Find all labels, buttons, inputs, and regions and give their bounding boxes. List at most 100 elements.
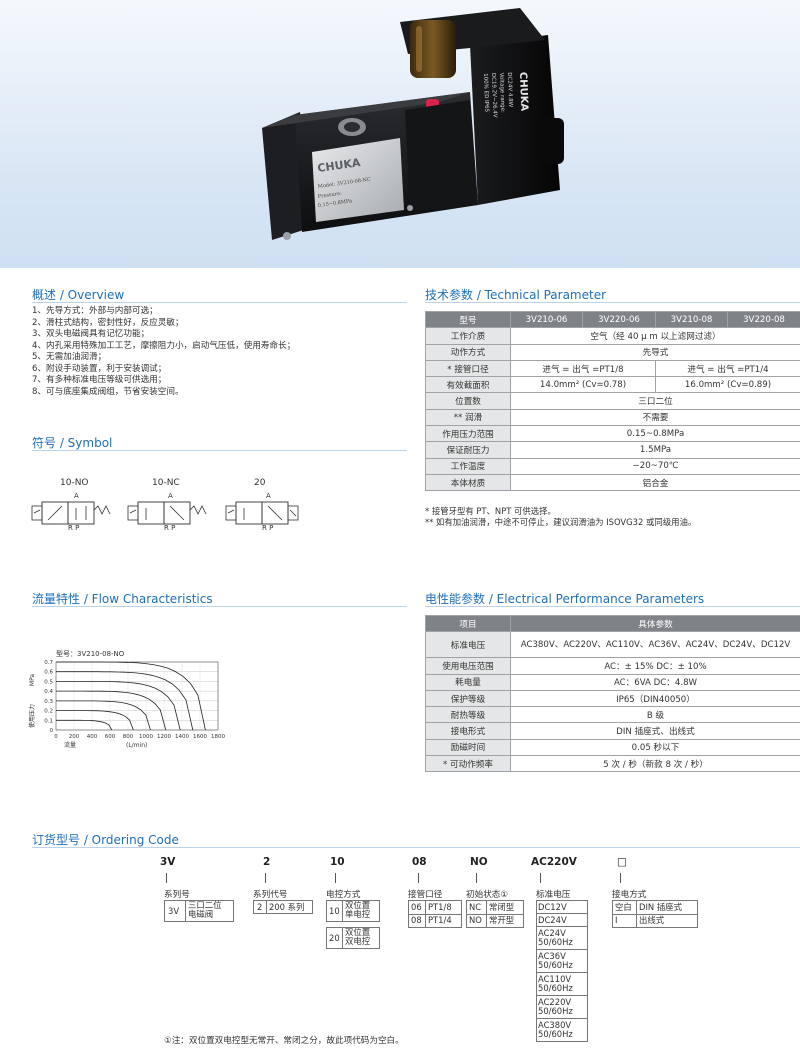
row-value: 进气 = 出气 =PT1/8 — [510, 359, 656, 378]
row-label: * 接管口径 — [425, 359, 511, 378]
code-tick — [265, 873, 266, 883]
port-name: 接管口径 — [408, 890, 443, 900]
plate-range: 0.15~0.8MPa — [317, 198, 352, 209]
voltage-option: AC110V 50/60Hz — [537, 973, 587, 996]
x-unit-label: (L/min) — [126, 742, 147, 749]
flow-curve — [56, 700, 151, 731]
overview-item: 5、无需加油润滑； — [32, 352, 107, 362]
tech-header-cell: 型号 — [425, 310, 511, 329]
code-connect: □ — [617, 856, 627, 868]
voltage-option: DC24V — [537, 914, 587, 927]
row-value: 进气 = 出气 =PT1/4 — [655, 359, 800, 378]
connect-divider — [613, 914, 697, 915]
series-code-name: 系列代号 — [253, 890, 288, 900]
y-tick-label: 0 — [50, 728, 54, 734]
x-tick-label: 1600 — [193, 734, 207, 740]
row-label: * 可动作频率 — [425, 755, 511, 773]
row-label: 工作介质 — [425, 327, 511, 345]
product-hero: CHUKA Model: 3V210-08-NC Pressure: 0.15~… — [0, 0, 800, 268]
ordering-divider — [32, 847, 800, 848]
state-name: 初始状态① — [466, 890, 509, 900]
code-port: 08 — [412, 856, 427, 868]
x-tick-label: 0 — [54, 734, 58, 740]
state-desc: 常闭型 — [489, 902, 515, 912]
x-tick-label: 1200 — [157, 734, 171, 740]
valve-symbol-10-no — [31, 501, 111, 525]
x-tick-label: 1400 — [175, 734, 189, 740]
series-box: 3V 三口二位 电磁阀 — [164, 900, 234, 922]
port-desc: PT1/8 — [428, 902, 452, 912]
row-label: 保护等级 — [425, 689, 511, 708]
x-tick-label: 400 — [87, 734, 98, 740]
symbol-title: 符号 / Symbol — [32, 436, 113, 450]
row-value: −20~70℃ — [510, 457, 800, 475]
row-value: 铝合金 — [510, 473, 800, 492]
series-code: 3V — [168, 906, 180, 916]
control-desc: 双位置 单电控 — [342, 901, 370, 921]
overview-item: 4、内孔采用特殊加工工艺，摩擦阻力小，启动气压低，使用寿命长； — [32, 340, 296, 351]
coil-line-2: Voltage range: — [498, 73, 505, 114]
x-tick-label: 200 — [69, 734, 80, 740]
code-voltage: AC220V — [531, 856, 577, 868]
electrical-divider — [425, 606, 800, 607]
row-value: 空气（经 40 μ m 以上滤网过滤） — [510, 327, 800, 345]
symbol-label-10-no: 10-NO — [60, 478, 89, 488]
series-desc: 三口二位 电磁阀 — [185, 901, 222, 921]
flow-curve — [56, 661, 206, 731]
control-name: 电控方式 — [326, 890, 361, 900]
code-control: 10 — [330, 856, 345, 868]
row-value: AC：6VA DC：4.8W — [510, 673, 800, 691]
code-tick — [335, 873, 336, 883]
table-row: 工作介质空气（经 40 μ m 以上滤网过滤） — [425, 327, 800, 345]
y-tick-label: 0.2 — [44, 709, 53, 715]
row-label: 工作温度 — [425, 457, 511, 475]
voltage-option: AC220V 50/60Hz — [537, 996, 587, 1019]
row-label: 位置数 — [425, 392, 511, 410]
connect-code: 空白 — [615, 902, 632, 912]
code-series: 3V — [160, 856, 176, 868]
row-label: 动作方式 — [425, 343, 511, 361]
coil-brand: CHUKA — [517, 72, 529, 112]
electrical-header-row: 项目 具体参数 — [425, 614, 800, 633]
port-a-label: A — [74, 492, 79, 500]
overview-item: 1、先导方式：外部与内部可选； — [32, 306, 158, 316]
flow-model-label: 型号：3V210-08-NO — [56, 650, 125, 658]
connect-desc: DIN 插座式 — [639, 902, 682, 912]
code-tick — [418, 873, 419, 883]
coil-line-3: DC19.2V~26.4V — [490, 73, 498, 118]
plate-brand: CHUKA — [317, 156, 362, 175]
code-tick — [166, 873, 167, 883]
valve-symbol-20 — [225, 501, 299, 525]
flow-divider — [32, 606, 407, 607]
port-box: 06 PT1/8 08 PT1/4 — [408, 900, 462, 928]
connect-desc: 出线式 — [639, 915, 665, 925]
valve-illustration: CHUKA Model: 3V210-08-NC Pressure: 0.15~… — [262, 8, 564, 240]
tech-note: * 接管牙型有 PT、NPT 可供选择。 — [425, 506, 556, 516]
symbol-label-10-nc: 10-NC — [152, 478, 180, 488]
plot-frame — [55, 661, 219, 731]
row-value: AC380V、AC220V、AC110V、AC36V、AC24V、DC24V、D… — [510, 631, 800, 659]
electrical-header-cell: 具体参数 — [510, 614, 800, 633]
coil-line-4: 100% ED IP65 — [482, 73, 489, 113]
table-row: 动作方式先导式 — [425, 343, 800, 361]
control-box-1: 10 双位置 单电控 — [326, 900, 380, 922]
x-tick-label: 600 — [105, 734, 116, 740]
control-box-2: 20 双位置 双电控 — [326, 927, 380, 949]
control-code: 20 — [329, 933, 340, 943]
x-tick-label: 1800 — [211, 734, 225, 740]
row-label: 使用电压范围 — [425, 657, 511, 675]
code-tick — [476, 873, 477, 883]
row-label: 作用压力范围 — [425, 425, 511, 443]
flow-curve — [56, 681, 181, 731]
row-value: B 级 — [510, 706, 800, 724]
electrical-title: 电性能参数 / Electrical Performance Parameter… — [425, 592, 705, 606]
row-label: ** 润滑 — [425, 408, 511, 427]
control-desc: 双位置 双电控 — [342, 928, 370, 948]
